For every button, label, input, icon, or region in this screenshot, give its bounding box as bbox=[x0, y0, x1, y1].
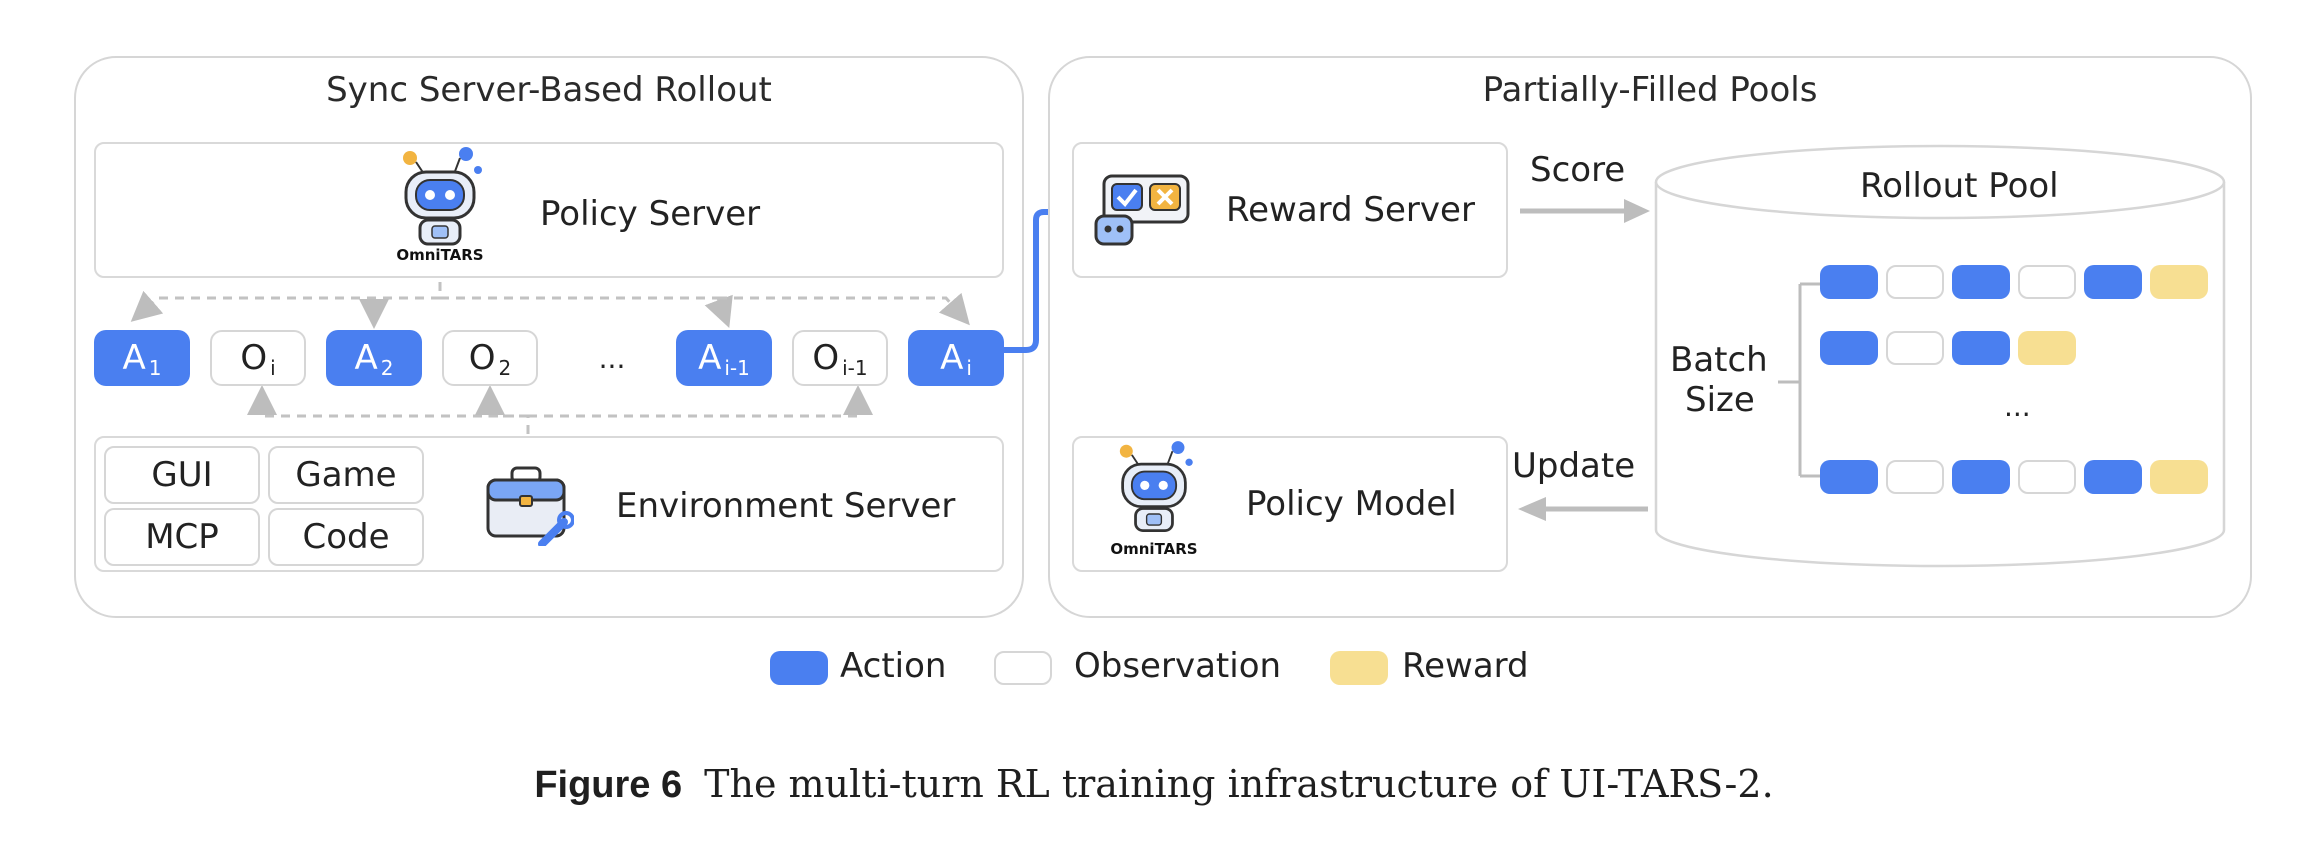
update-label: Update bbox=[1512, 446, 1636, 486]
pool-ellipsis: ... bbox=[2004, 390, 2031, 423]
policy-model-label: Policy Model bbox=[1246, 484, 1457, 524]
update-arrow bbox=[1518, 497, 1648, 521]
robot-icon bbox=[403, 147, 482, 246]
pool-row3-reward bbox=[2150, 460, 2208, 494]
pool-row3-observation-1 bbox=[1886, 460, 1944, 494]
sync-rollout-title: Sync Server-Based Rollout bbox=[326, 70, 772, 110]
pool-row3-action-2 bbox=[1952, 460, 2010, 494]
pool-row1-action-2 bbox=[1952, 265, 2010, 299]
omnitars-brand: OmniTARS bbox=[396, 246, 484, 264]
figure-caption-text: The multi-turn RL training infrastructur… bbox=[704, 762, 1774, 806]
pool-row3-action-1 bbox=[1820, 460, 1878, 494]
policy-model-brand: OmniTARS bbox=[1110, 540, 1198, 558]
pool-row2-action-1 bbox=[1820, 331, 1878, 365]
legend-action-swatch bbox=[770, 651, 828, 685]
reward-robot-icon bbox=[1094, 174, 1190, 246]
pool-row1-observation-2 bbox=[2018, 265, 2076, 299]
batch-size-label-line2: Size bbox=[1685, 380, 1755, 420]
pool-row2-reward bbox=[2018, 331, 2076, 365]
score-label: Score bbox=[1530, 150, 1626, 190]
pool-row1-action-3 bbox=[2084, 265, 2142, 299]
legend-action-label: Action bbox=[840, 646, 947, 686]
figure-number: Figure 6 bbox=[534, 764, 683, 806]
pool-row3-action-3 bbox=[2084, 460, 2142, 494]
pool-row1-action-1 bbox=[1820, 265, 1878, 299]
legend-observation-swatch bbox=[994, 651, 1052, 685]
figure-caption: Figure 6 The multi-turn RL training infra… bbox=[0, 762, 2308, 807]
policy-model-robot-icon bbox=[1119, 441, 1193, 532]
rollout-pool-label: Rollout Pool bbox=[1860, 166, 2059, 206]
reward-server-label: Reward Server bbox=[1226, 190, 1475, 230]
legend-reward-label: Reward bbox=[1402, 646, 1529, 686]
batch-size-label-line1: Batch bbox=[1670, 340, 1768, 380]
pool-row2-action-2 bbox=[1952, 331, 2010, 365]
policy-server-label: Policy Server bbox=[540, 194, 761, 234]
policy-server-box bbox=[94, 142, 1004, 278]
pool-row2-observation-1 bbox=[1886, 331, 1944, 365]
env-code: Code bbox=[268, 508, 424, 566]
legend-reward-swatch bbox=[1330, 651, 1388, 685]
pool-row1-reward bbox=[2150, 265, 2208, 299]
pool-row1-observation-1 bbox=[1886, 265, 1944, 299]
env-gui: GUI bbox=[104, 446, 260, 504]
policy-dispatch-arrows bbox=[130, 282, 970, 434]
env-mcp: MCP bbox=[104, 508, 260, 566]
rollout-pool-cylinder bbox=[1654, 144, 2226, 568]
score-arrow bbox=[1520, 199, 1650, 223]
pool-row3-observation-2 bbox=[2018, 460, 2076, 494]
toolbox-icon bbox=[486, 466, 574, 546]
environment-server-label: Environment Server bbox=[616, 486, 956, 526]
batch-bracket bbox=[1778, 282, 1820, 478]
sequence-ellipsis: ... bbox=[598, 341, 626, 375]
pools-title: Partially-Filled Pools bbox=[1482, 70, 1818, 110]
env-game: Game bbox=[268, 446, 424, 504]
legend-observation-label: Observation bbox=[1074, 646, 1282, 686]
